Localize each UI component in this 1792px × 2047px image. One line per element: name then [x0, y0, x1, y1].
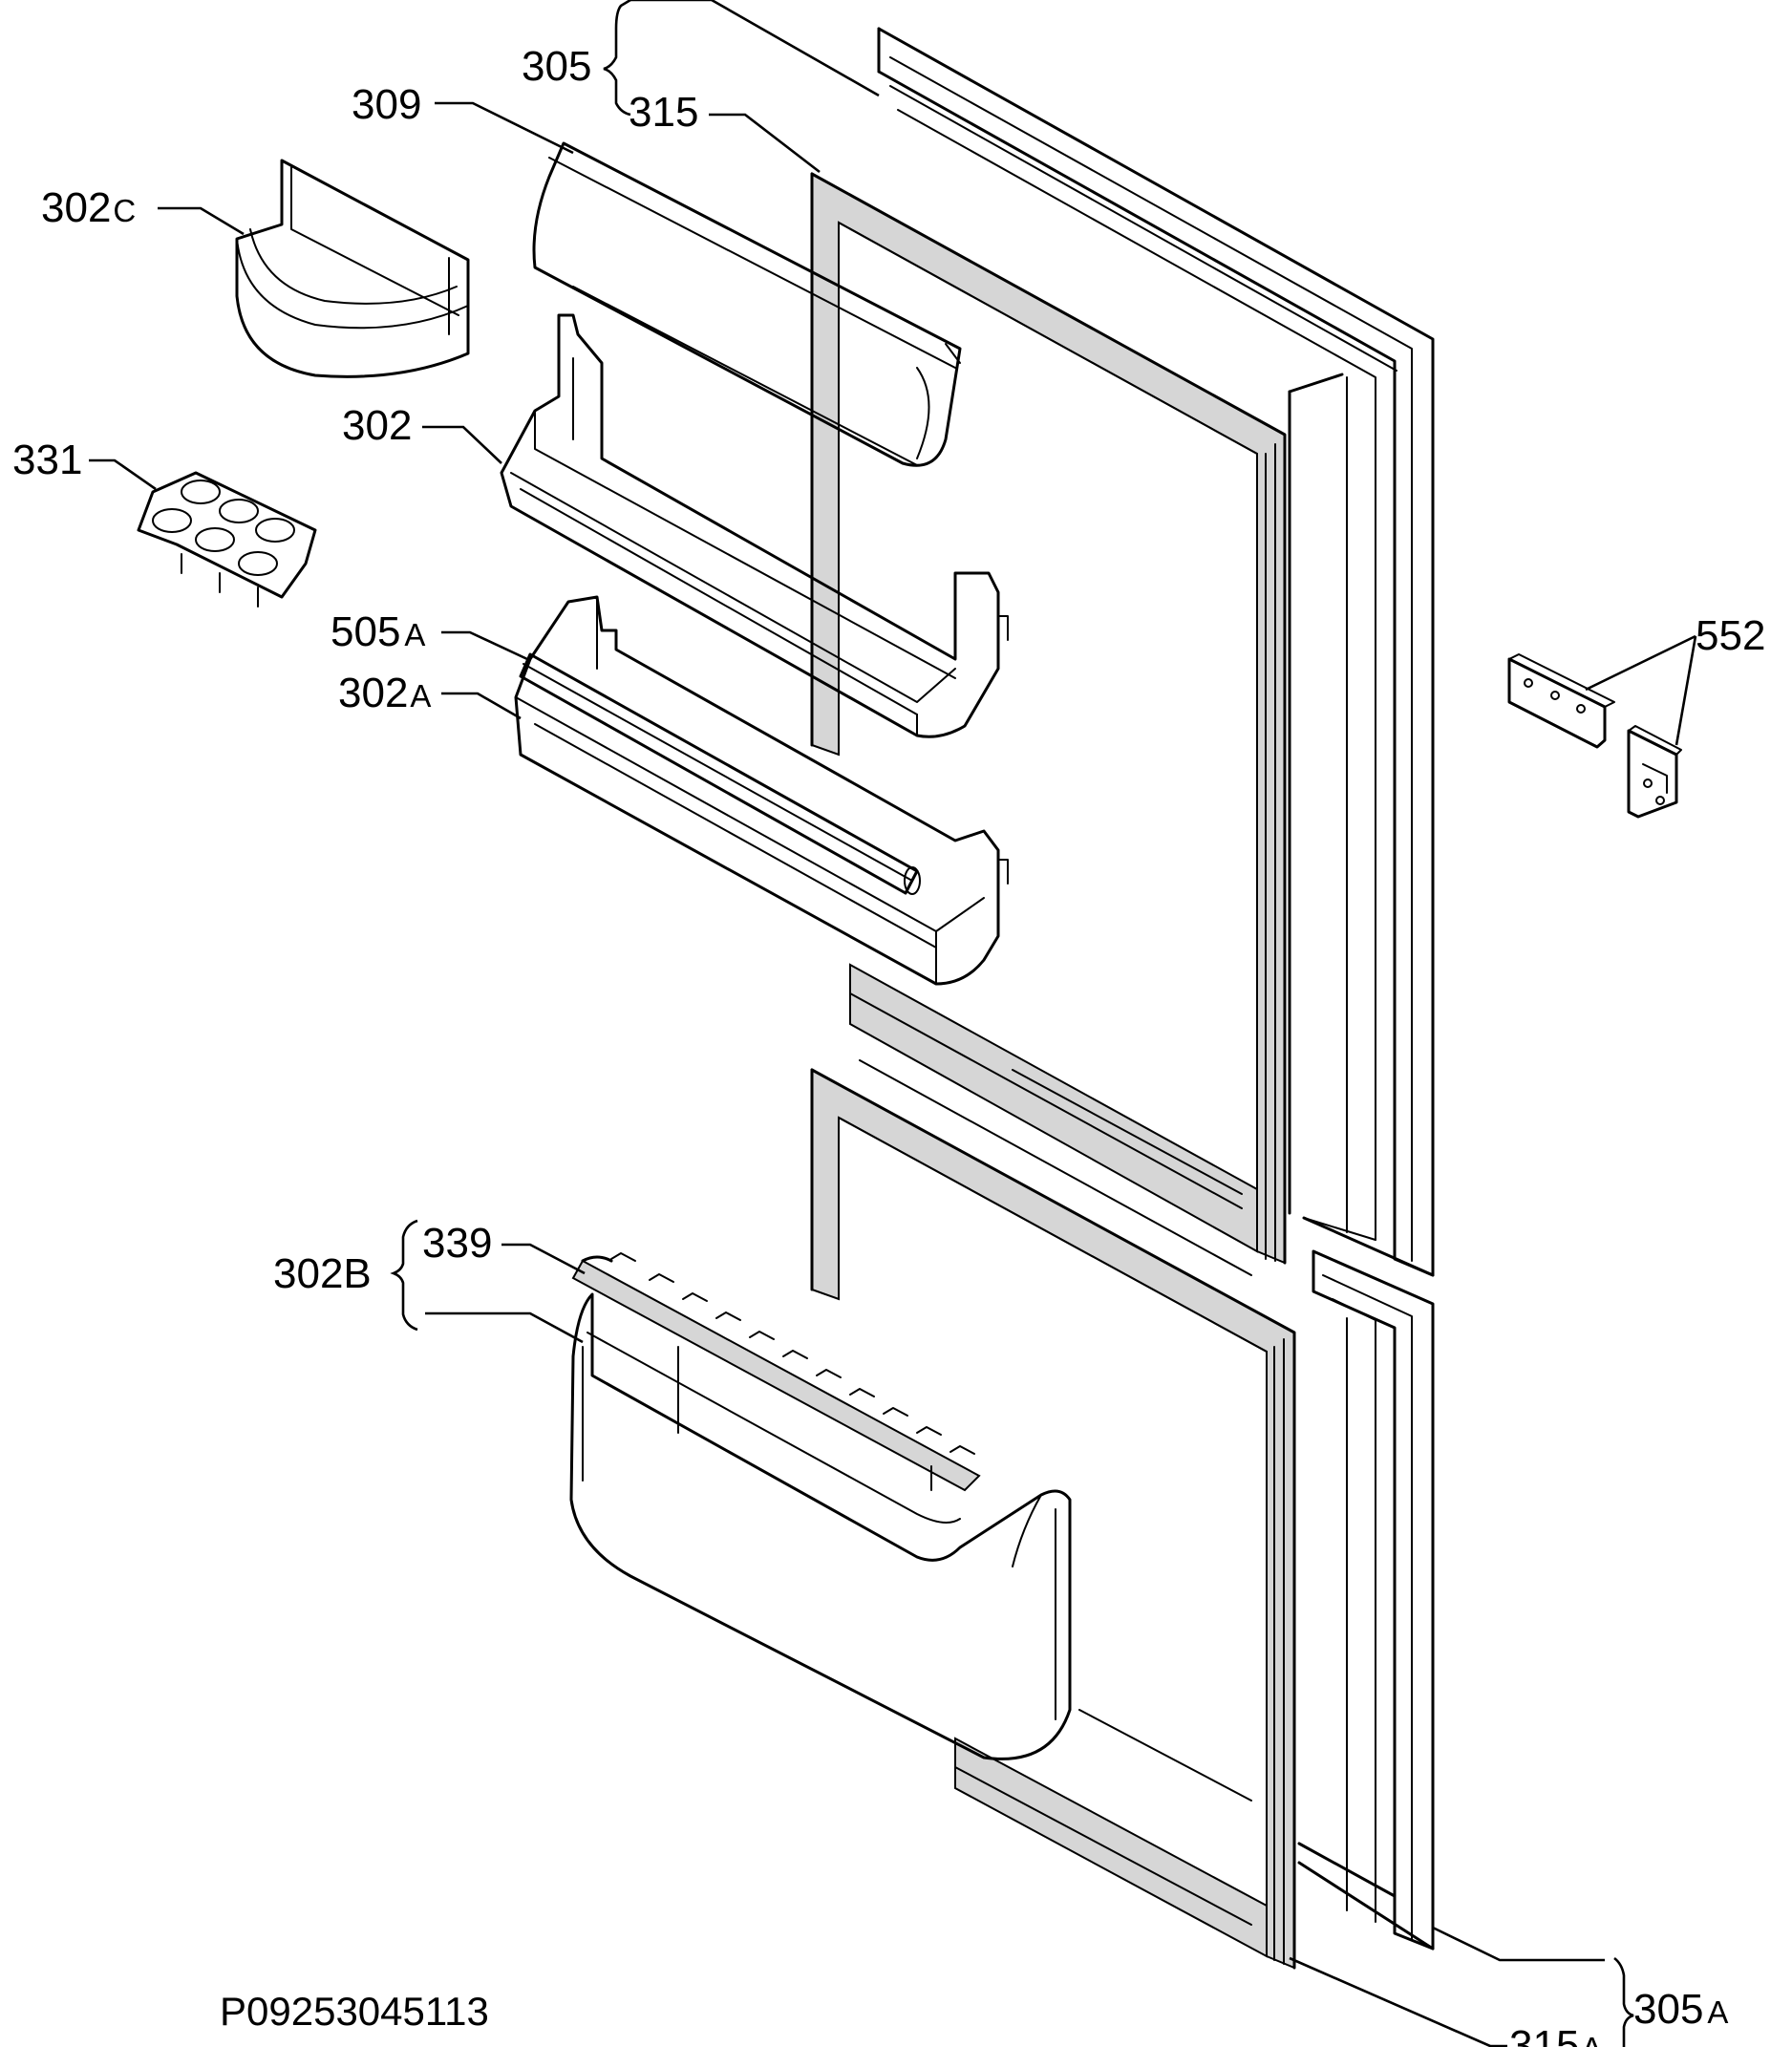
label-315: 315	[629, 89, 698, 136]
label-315a: 315A	[1509, 2022, 1602, 2047]
label-302c: 302C	[41, 184, 136, 231]
label-552: 552	[1696, 612, 1765, 659]
label-331: 331	[12, 437, 82, 483]
lower-door-gasket	[810, 1068, 1296, 1970]
hinge-bracket-552-a	[1507, 653, 1615, 749]
upper-door-gasket	[810, 172, 1287, 1276]
dairy-shelf-302c	[235, 159, 470, 378]
label-305: 305	[522, 43, 591, 90]
hinge-bracket-552-b	[1627, 725, 1682, 819]
label-309: 309	[352, 81, 421, 128]
label-302: 302	[342, 402, 412, 449]
shelf-cover-309	[532, 141, 962, 467]
label-339: 339	[422, 1220, 492, 1267]
egg-tray-331	[137, 471, 317, 608]
drawing-code: P09253045113	[220, 1989, 489, 2034]
upper-door-panel	[877, 27, 1435, 1277]
retaining-bar-505a	[519, 652, 921, 895]
large-shelf-302b	[569, 1292, 1072, 1760]
label-302b: 302B	[273, 1250, 372, 1297]
lower-door-panel	[1297, 1249, 1435, 1951]
bottle-shelf-302a	[514, 595, 1009, 986]
bottle-rack-339	[571, 1252, 981, 1492]
door-shelf-302	[500, 313, 1009, 738]
label-302a: 302A	[338, 670, 431, 716]
leader-lines	[89, 0, 1697, 2047]
